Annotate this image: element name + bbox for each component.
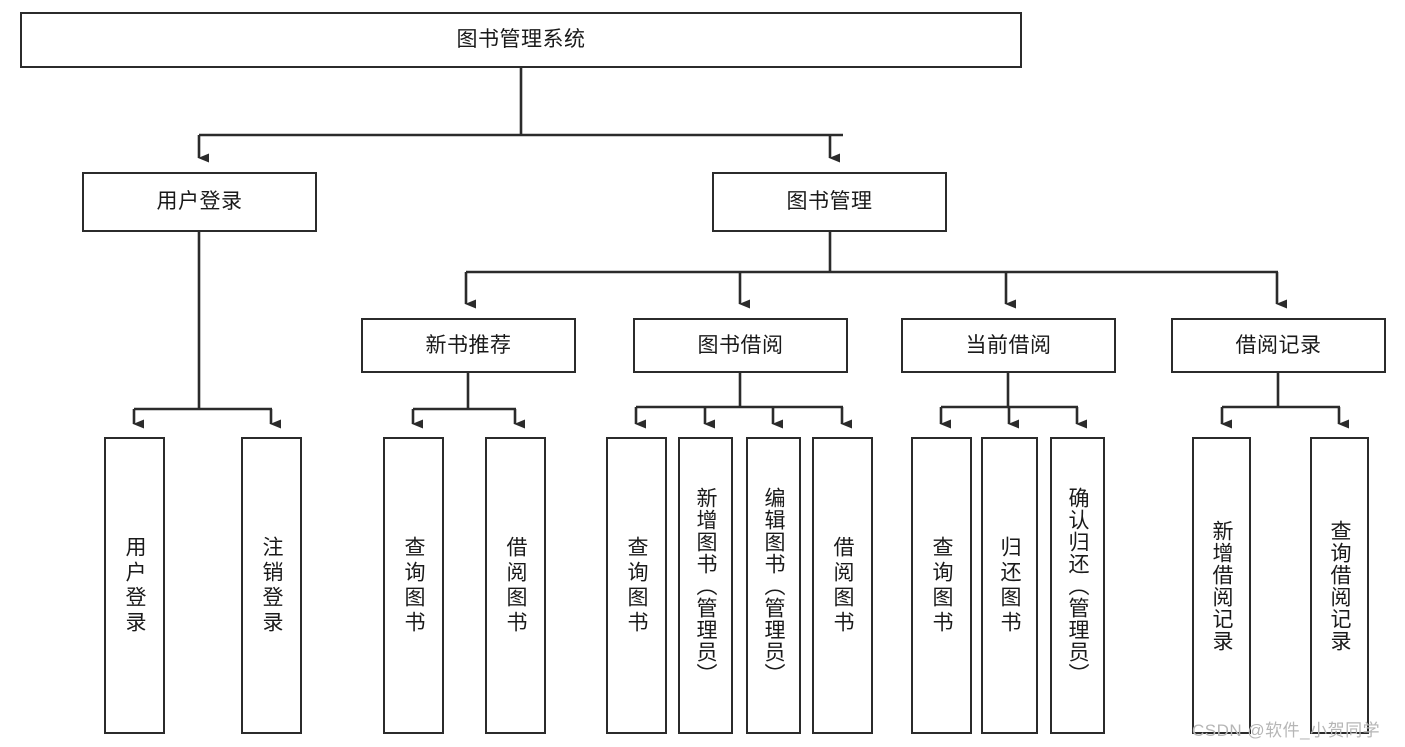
node-leaf-edit-book[interactable]: 编辑图书（管理员） <box>746 437 801 734</box>
node-leaf-borrow-book-2[interactable]: 借阅图书 <box>812 437 873 734</box>
node-user-login[interactable]: 用户登录 <box>82 172 317 232</box>
node-leaf-query-book-2-label: 查询图书 <box>625 535 648 636</box>
node-root[interactable]: 图书管理系统 <box>20 12 1022 68</box>
node-leaf-query-record[interactable]: 查询借阅记录 <box>1310 437 1369 734</box>
node-leaf-user-login[interactable]: 用户登录 <box>104 437 165 734</box>
node-leaf-logout[interactable]: 注销登录 <box>241 437 302 734</box>
node-borrow-record[interactable]: 借阅记录 <box>1171 318 1386 373</box>
node-leaf-add-book[interactable]: 新增图书（管理员） <box>678 437 733 734</box>
node-leaf-add-book-label: 新增图书（管理员） <box>694 486 717 685</box>
node-leaf-query-book-1[interactable]: 查询图书 <box>383 437 444 734</box>
node-book-borrow[interactable]: 图书借阅 <box>633 318 848 373</box>
node-user-login-label: 用户登录 <box>156 190 243 214</box>
node-book-manage[interactable]: 图书管理 <box>712 172 947 232</box>
csdn-watermark: CSDN @软件_小贺同学 <box>1192 721 1381 740</box>
node-leaf-edit-book-label: 编辑图书（管理员） <box>762 486 785 685</box>
node-root-label: 图书管理系统 <box>456 28 586 52</box>
node-leaf-user-login-label: 用户登录 <box>123 535 146 636</box>
node-book-manage-label: 图书管理 <box>786 190 873 214</box>
node-leaf-add-record-label: 新增借阅记录 <box>1210 519 1233 652</box>
node-new-book-recommend-label: 新书推荐 <box>425 333 512 357</box>
node-leaf-confirm-return-label: 确认归还（管理员） <box>1066 486 1089 685</box>
edges <box>132 68 1349 429</box>
node-new-book-recommend[interactable]: 新书推荐 <box>361 318 576 373</box>
node-leaf-query-book-2[interactable]: 查询图书 <box>606 437 667 734</box>
node-current-borrow[interactable]: 当前借阅 <box>901 318 1116 373</box>
node-leaf-return-book-label: 归还图书 <box>998 535 1021 636</box>
node-leaf-borrow-book-2-label: 借阅图书 <box>831 535 854 636</box>
node-book-borrow-label: 图书借阅 <box>697 333 784 357</box>
node-current-borrow-label: 当前借阅 <box>965 333 1052 357</box>
node-leaf-query-book-3-label: 查询图书 <box>930 535 953 636</box>
node-leaf-confirm-return[interactable]: 确认归还（管理员） <box>1050 437 1105 734</box>
node-leaf-query-book-3[interactable]: 查询图书 <box>911 437 972 734</box>
node-leaf-query-book-1-label: 查询图书 <box>402 535 425 636</box>
node-leaf-logout-label: 注销登录 <box>260 535 283 636</box>
node-borrow-record-label: 借阅记录 <box>1235 333 1322 357</box>
node-leaf-borrow-book-1[interactable]: 借阅图书 <box>485 437 546 734</box>
node-leaf-add-record[interactable]: 新增借阅记录 <box>1192 437 1251 734</box>
node-leaf-return-book[interactable]: 归还图书 <box>981 437 1038 734</box>
node-leaf-query-record-label: 查询借阅记录 <box>1328 519 1351 652</box>
node-leaf-borrow-book-1-label: 借阅图书 <box>504 535 527 636</box>
